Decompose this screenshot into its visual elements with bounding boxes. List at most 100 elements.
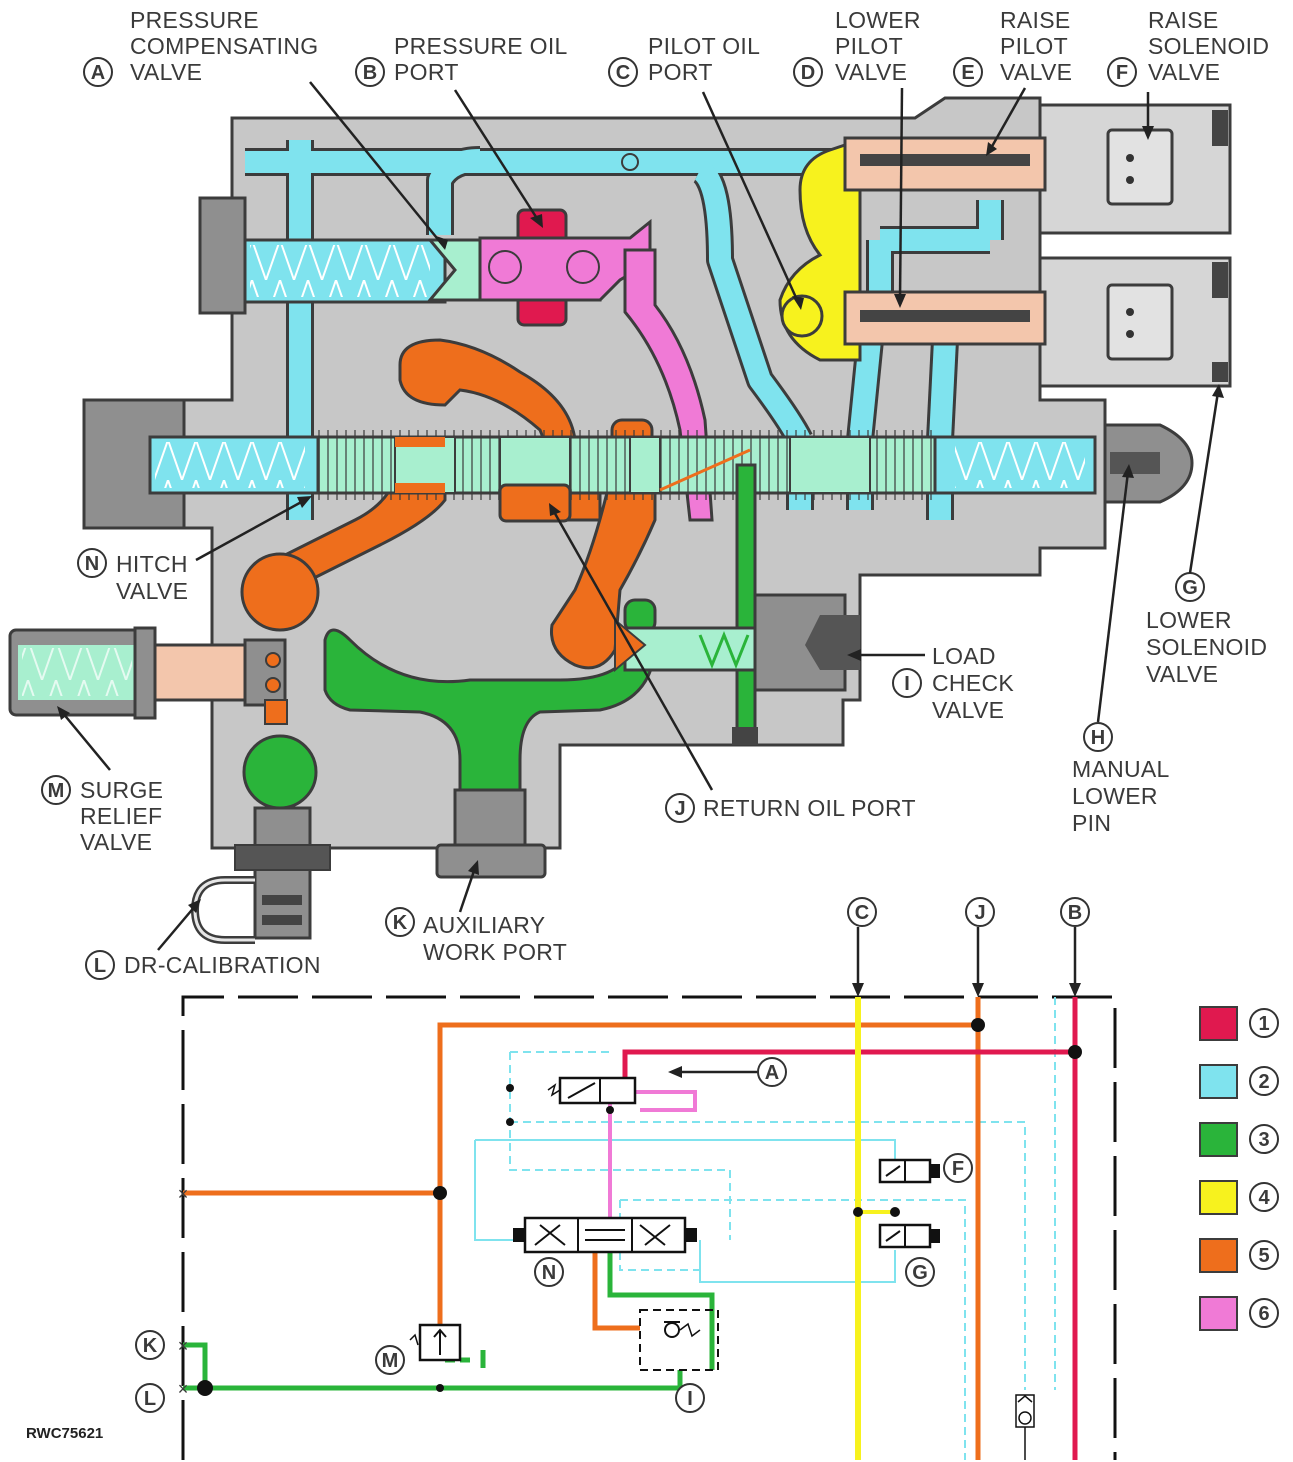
svg-text:VALVE: VALVE [116, 578, 188, 604]
callout-n: N HITCH VALVE [77, 496, 312, 604]
legend-number: 2 [1258, 1071, 1269, 1093]
lift-cylinder-passage [398, 338, 602, 522]
top-bore-end-cap [198, 196, 247, 315]
svg-text:LOWER: LOWER [1072, 783, 1158, 809]
callout-l: L DR-CALIBRATION [85, 899, 321, 980]
schematic-compensator-line [608, 1090, 697, 1240]
schematic-return-lines [183, 997, 981, 1460]
legend-swatch [1199, 1296, 1238, 1331]
callout-d: D LOWER PILOT VALVE [793, 7, 921, 308]
svg-text:I: I [687, 1388, 693, 1410]
svg-text:VALVE: VALVE [932, 697, 1004, 723]
lower-solenoid-connector [1106, 283, 1174, 361]
callout-f: F RAISE SOLENOID VALVE [1107, 7, 1269, 140]
svg-text:RAISE: RAISE [1000, 7, 1071, 33]
schematic-work-lines [183, 1240, 715, 1391]
schematic-port-l: L [135, 1383, 165, 1413]
svg-text:VALVE: VALVE [80, 829, 152, 855]
svg-text:L: L [94, 955, 106, 977]
schematic-drain-lines [474, 1139, 896, 1283]
svg-text:M: M [382, 1350, 399, 1372]
svg-text:G: G [912, 1262, 928, 1284]
svg-text:×: × [178, 1336, 189, 1356]
legend-item-6: 6 [1199, 1296, 1279, 1331]
surge-relief-valve [8, 626, 288, 725]
svg-text:J: J [674, 798, 685, 820]
svg-text:RELIEF: RELIEF [80, 803, 162, 829]
legend-number: 5 [1258, 1245, 1269, 1267]
svg-text:CHECK: CHECK [932, 670, 1014, 696]
svg-text:LOWER: LOWER [1146, 607, 1232, 633]
svg-text:M: M [48, 780, 65, 802]
svg-text:PILOT OIL: PILOT OIL [648, 33, 760, 59]
legend-swatch [1199, 1122, 1238, 1157]
schematic-valve-a: A [547, 1057, 787, 1105]
svg-text:MANUAL: MANUAL [1072, 756, 1170, 782]
legend-swatch [1199, 1006, 1238, 1041]
hydraulic-schematic: C J B [26, 897, 1117, 1460]
schematic-port-b: B [1060, 897, 1090, 997]
schematic-valve-i: I [639, 1309, 719, 1413]
svg-text:COMPENSATING: COMPENSATING [130, 33, 318, 59]
svg-text:I: I [904, 673, 910, 695]
svg-text:×: × [178, 1184, 189, 1204]
schematic-pilot-check [1015, 1394, 1035, 1460]
legend-item-2: 2 [1199, 1064, 1279, 1099]
svg-text:C: C [616, 62, 630, 84]
callout-g: G LOWER SOLENOID VALVE [1146, 384, 1267, 687]
callout-c: C PILOT OIL PORT [608, 33, 804, 310]
svg-text:VALVE: VALVE [1000, 59, 1072, 85]
schematic-pressure-line [622, 997, 1078, 1460]
svg-text:K: K [393, 912, 408, 934]
color-legend: 1 2 3 4 5 6 [1199, 1006, 1279, 1331]
svg-text:N: N [542, 1262, 556, 1284]
legend-number: 6 [1258, 1303, 1269, 1325]
svg-text:K: K [143, 1335, 158, 1357]
legend-swatch [1199, 1238, 1238, 1273]
schematic-port-k: K [135, 1330, 165, 1360]
schematic-valve-n: N [513, 1216, 697, 1287]
svg-text:DR-CALIBRATION: DR-CALIBRATION [124, 952, 321, 978]
svg-text:PILOT: PILOT [835, 33, 903, 59]
valve-cutaway [8, 96, 1232, 944]
callout-a: A PRESSURE COMPENSATING VALVE [83, 7, 448, 250]
auxiliary-work-port [435, 788, 547, 879]
raise-solenoid-connector [1106, 128, 1174, 206]
figure-code: RWC75621 [26, 1425, 103, 1442]
schematic-port-j: J [965, 897, 995, 997]
callout-b: B PRESSURE OIL PORT [355, 33, 568, 228]
svg-text:PRESSURE OIL: PRESSURE OIL [394, 33, 568, 59]
svg-text:E: E [961, 62, 974, 84]
callout-m: M SURGE RELIEF VALVE [41, 706, 163, 855]
svg-text:HITCH: HITCH [116, 551, 188, 577]
svg-text:PRESSURE: PRESSURE [130, 7, 259, 33]
svg-text:SOLENOID: SOLENOID [1148, 33, 1269, 59]
return-oil-passages [242, 463, 758, 810]
legend-swatch [1199, 1064, 1238, 1099]
legend-item-5: 5 [1199, 1238, 1279, 1273]
legend-number: 3 [1258, 1129, 1269, 1151]
svg-text:×: × [178, 1379, 189, 1399]
svg-text:LOAD: LOAD [932, 643, 996, 669]
svg-text:B: B [363, 62, 377, 84]
callout-i: I LOAD CHECK VALVE [847, 643, 1014, 723]
legend-number: 4 [1258, 1187, 1270, 1209]
svg-text:PIN: PIN [1072, 810, 1111, 836]
callout-k: K AUXILIARY WORK PORT [385, 860, 567, 965]
svg-text:G: G [1182, 577, 1198, 599]
schematic-valve-m: M [375, 1323, 462, 1375]
svg-text:A: A [91, 62, 105, 84]
svg-text:LOWER: LOWER [835, 7, 921, 33]
svg-text:VALVE: VALVE [1146, 661, 1218, 687]
legend-item-1: 1 [1199, 1006, 1279, 1041]
callout-h: H MANUAL LOWER PIN [1072, 464, 1170, 836]
callout-j: J RETURN OIL PORT [549, 503, 916, 823]
svg-text:PORT: PORT [394, 59, 459, 85]
svg-text:VALVE: VALVE [130, 59, 202, 85]
svg-text:SURGE: SURGE [80, 777, 163, 803]
schematic-valve-f: F [878, 1153, 973, 1184]
svg-text:B: B [1068, 902, 1082, 924]
svg-text:F: F [952, 1158, 964, 1180]
svg-text:J: J [974, 902, 985, 924]
